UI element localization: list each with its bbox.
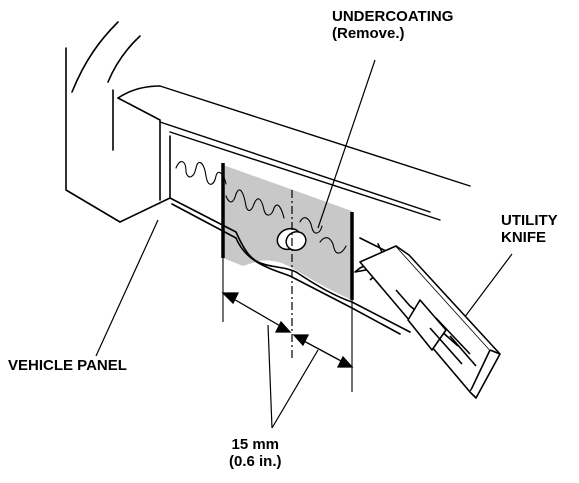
panel-hole <box>276 227 307 251</box>
utility-knife-label: UTILITY KNIFE <box>501 212 558 246</box>
undercoating-texture <box>175 161 347 254</box>
utility-knife <box>354 245 501 399</box>
dimension-lines <box>221 292 354 368</box>
dimension-label: 15 mm (0.6 in.) <box>229 436 282 470</box>
utility-knife-label-line2: KNIFE <box>501 229 546 246</box>
utility-knife-label-line1: UTILITY <box>501 212 558 229</box>
vehicle-body-outline <box>65 21 171 223</box>
dimension-label-metric: 15 mm <box>231 436 280 453</box>
vehicle-panel-label-text: VEHICLE PANEL <box>8 357 127 374</box>
vehicle-panel-label: VEHICLE PANEL <box>8 357 127 374</box>
sill-upper-lines <box>159 85 471 221</box>
dimension-extension-lines <box>222 258 353 392</box>
cut-lines <box>221 163 354 300</box>
undercoating-label-line2: (Remove.) <box>332 25 405 42</box>
undercoating-label: UNDERCOATING (Remove.) <box>332 8 453 42</box>
leader-lines <box>95 59 513 429</box>
dimension-label-imperial: (0.6 in.) <box>229 453 282 470</box>
undercoating-label-line1: UNDERCOATING <box>332 8 454 25</box>
